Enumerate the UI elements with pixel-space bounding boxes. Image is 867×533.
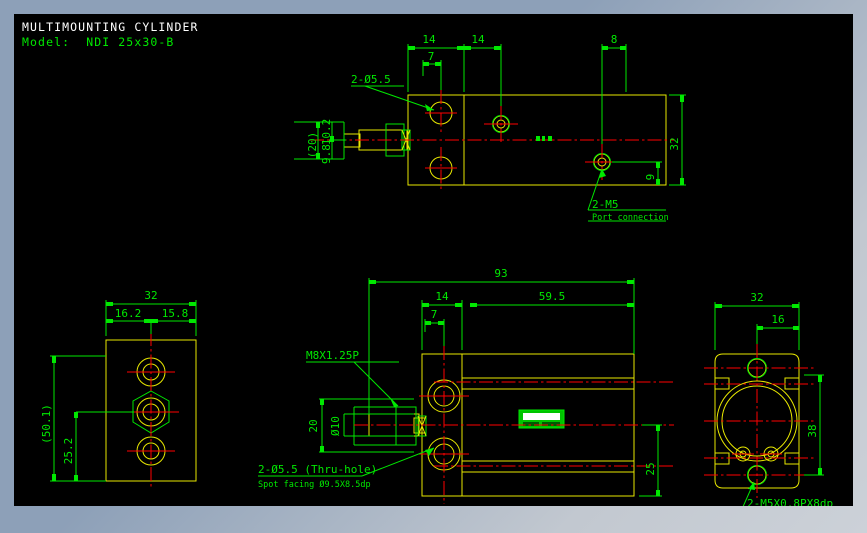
note-thread-m8: M8X1.25P	[306, 349, 359, 362]
drawing-heading: MULTIMOUNTING CYLINDER	[22, 20, 199, 34]
dim-top-8: 8	[611, 33, 618, 46]
note-m5-thread: 2-M5X0.8PX8dp	[747, 497, 833, 506]
dim-top-20: (20)	[306, 132, 319, 159]
right-view-centerlines	[704, 344, 814, 498]
front-view-thread-hatch	[417, 415, 427, 437]
leader-arrow-thread	[390, 398, 398, 407]
dim-right-16: 16	[771, 313, 784, 326]
top-view-leader-hole	[351, 85, 435, 111]
dim-top-7: 7	[428, 50, 435, 63]
leader-arrow-port	[599, 169, 606, 178]
dim-front-93: 93	[494, 267, 507, 280]
front-view-left-dims	[319, 398, 414, 453]
leader-arrow-hole	[425, 104, 434, 111]
dim-top-32: 32	[668, 137, 681, 150]
leader-arrow-thru	[425, 448, 434, 456]
right-view-dim-16	[756, 324, 800, 344]
dim-front-7: 7	[431, 308, 438, 321]
dim-top-10-2: 10.2	[320, 119, 333, 146]
dim-front-14: 14	[435, 290, 449, 303]
dim-front-20: 20	[307, 419, 320, 432]
dim-left-16-2: 16.2	[115, 307, 142, 320]
front-view[interactable]: 93 14 59.5	[14, 14, 853, 506]
dim-right-32: 32	[750, 291, 763, 304]
dim-front-59-5: 59.5	[539, 290, 566, 303]
leader-arrow-m5	[748, 482, 755, 490]
dim-top-9-8: 9.8	[320, 144, 333, 164]
note-thru-sub: Spot facing Ø9.5X8.5dp	[258, 479, 371, 490]
top-view-left-arrows	[316, 122, 334, 159]
dim-top-9: 9	[644, 174, 657, 181]
dim-top-14-a: 14	[422, 33, 436, 46]
drawing-model-label: Model: NDI 25x30-B	[22, 35, 175, 49]
front-view-brand-badge	[518, 409, 565, 429]
left-end-view[interactable]: 32 16.2 15.8	[14, 14, 853, 506]
dim-left-50-1: (50.1)	[40, 404, 53, 444]
top-view[interactable]: 14 14 7 8 32 9	[14, 14, 853, 506]
dim-right-38: 38	[806, 424, 819, 437]
note-thru-main: 2-Ø5.5 (Thru-hole)	[258, 463, 377, 476]
front-view-leader-thru	[258, 447, 435, 477]
note-port-sub: Port connection	[592, 213, 669, 223]
note-port-main: 2-M5	[592, 198, 619, 211]
front-view-cross-marks	[419, 395, 469, 455]
dim-left-32: 32	[144, 289, 157, 302]
drawing-canvas[interactable]: MULTIMOUNTING CYLINDER Model: NDI 25x30-…	[14, 14, 853, 506]
dim-left-25-2: 25.2	[62, 438, 75, 465]
top-view-leader-port	[587, 168, 666, 222]
top-view-dim-arrows	[408, 46, 626, 66]
top-view-marking	[536, 136, 552, 141]
dim-left-15-8: 15.8	[162, 307, 189, 320]
front-view-centerlines	[354, 346, 674, 504]
dim-top-14-b: 14	[471, 33, 485, 46]
title-block: MULTIMOUNTING CYLINDER Model: NDI 25x30-…	[22, 20, 199, 50]
top-view-right-arrows	[656, 95, 684, 185]
left-view-vertical-dims	[50, 355, 134, 482]
front-view-dim-93	[368, 278, 635, 414]
right-end-view[interactable]: 32 16 38	[14, 14, 853, 506]
note-hole-55: 2-Ø5.5	[351, 73, 391, 86]
dim-front-25: 25	[644, 462, 657, 475]
dim-front-d10: Ø10	[329, 416, 342, 436]
